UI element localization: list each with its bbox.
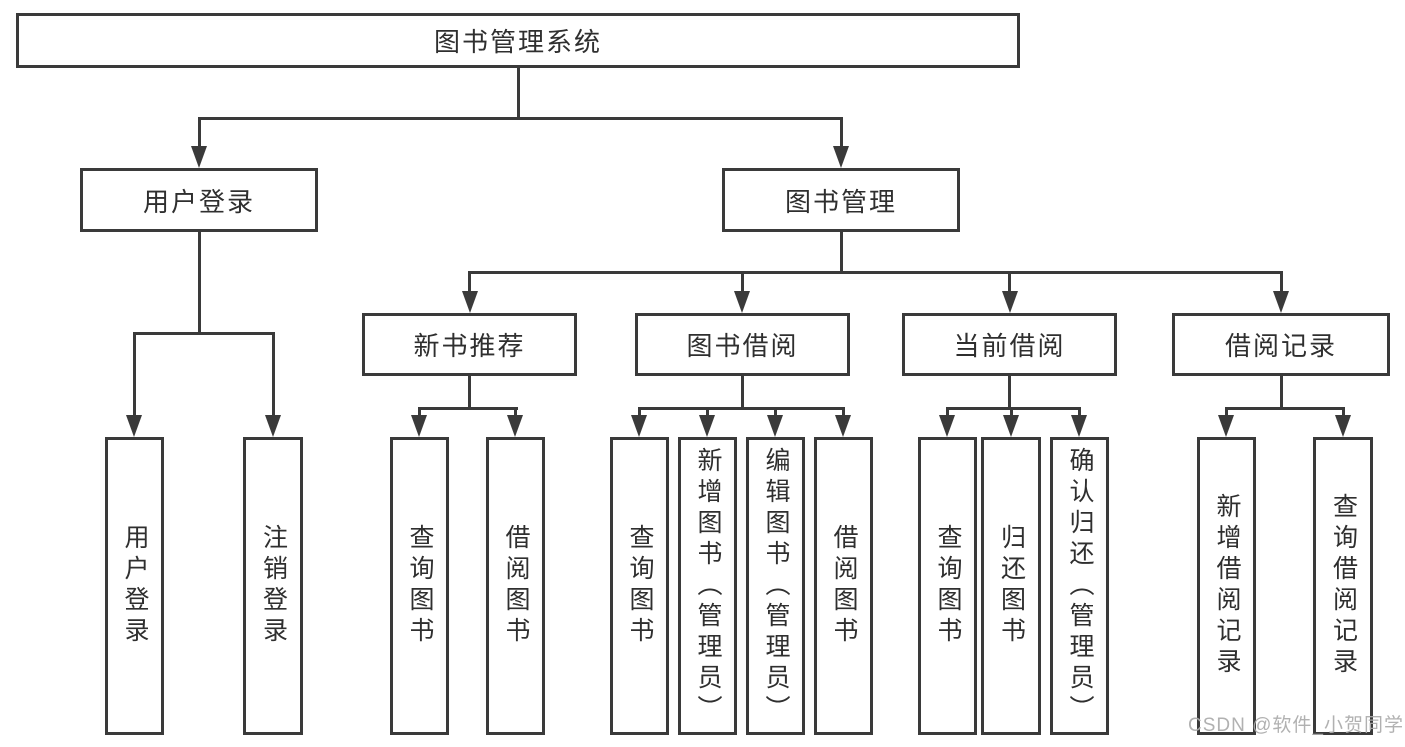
connector-line	[638, 407, 845, 410]
connector-line	[840, 117, 843, 148]
connector-line	[1078, 407, 1081, 417]
arrowhead	[411, 415, 427, 437]
arrowhead	[833, 146, 849, 168]
arrowhead	[1071, 415, 1087, 437]
connector-line	[638, 407, 641, 417]
leaf-add-books-admin: 新增图书（管理员）	[678, 437, 737, 735]
leaf-query-books-2: 查询图书	[610, 437, 669, 735]
connector-line	[741, 376, 744, 410]
arrowhead	[1003, 415, 1019, 437]
arrowhead	[507, 415, 523, 437]
arrowhead	[939, 415, 955, 437]
connector-line	[418, 407, 518, 410]
leaf-add-borrow-record: 新增借阅记录	[1197, 437, 1256, 735]
arrowhead	[1273, 291, 1289, 313]
arrowhead	[631, 415, 647, 437]
connector-line	[1225, 407, 1228, 417]
connector-line	[1008, 376, 1011, 410]
leaf-borrow-books-2: 借阅图书	[814, 437, 873, 735]
connector-line	[706, 407, 709, 417]
connector-line	[840, 232, 843, 274]
leaf-borrow-books-1: 借阅图书	[486, 437, 545, 735]
leaf-query-books-3: 查询图书	[918, 437, 977, 735]
leaf-query-books-1: 查询图书	[390, 437, 449, 735]
connector-line	[198, 232, 201, 335]
arrowhead	[699, 415, 715, 437]
arrowhead	[767, 415, 783, 437]
connector-line	[468, 271, 1283, 274]
connector-line	[133, 332, 275, 335]
leaf-confirm-return-admin: 确认归还（管理员）	[1050, 437, 1109, 735]
arrowhead	[191, 146, 207, 168]
connector-line	[774, 407, 777, 417]
connector-line	[133, 332, 136, 417]
node-library-system: 图书管理系统	[16, 13, 1020, 68]
node-user-login: 用户登录	[80, 168, 318, 232]
arrowhead	[1335, 415, 1351, 437]
connector-line	[1280, 376, 1283, 410]
connector-line	[468, 376, 471, 410]
connector-line	[517, 68, 520, 120]
connector-line	[741, 271, 744, 293]
connector-line	[514, 407, 517, 417]
connector-line	[946, 407, 1081, 410]
leaf-return-books: 归还图书	[981, 437, 1041, 735]
connector-line	[1225, 407, 1344, 410]
leaf-user-login: 用户登录	[105, 437, 164, 735]
connector-line	[842, 407, 845, 417]
node-new-book-recommend: 新书推荐	[362, 313, 577, 376]
connector-line	[418, 407, 421, 417]
arrowhead	[734, 291, 750, 313]
connector-line	[1342, 407, 1345, 417]
connector-line	[1280, 271, 1283, 293]
connector-line	[946, 407, 949, 417]
connector-line	[198, 117, 201, 148]
node-book-borrowing: 图书借阅	[635, 313, 850, 376]
connector-line	[1010, 407, 1013, 417]
node-borrowing-records: 借阅记录	[1172, 313, 1390, 376]
arrowhead	[1002, 291, 1018, 313]
connector-line	[272, 332, 275, 417]
connector-line	[198, 117, 843, 120]
arrowhead	[265, 415, 281, 437]
leaf-edit-books-admin: 编辑图书（管理员）	[746, 437, 805, 735]
node-current-borrowing: 当前借阅	[902, 313, 1117, 376]
node-book-management: 图书管理	[722, 168, 960, 232]
connector-line	[468, 271, 471, 293]
csdn-watermark: CSDN @软件_小贺同学	[1188, 715, 1404, 736]
arrowhead	[126, 415, 142, 437]
leaf-query-borrow-record: 查询借阅记录	[1313, 437, 1373, 735]
arrowhead	[462, 291, 478, 313]
arrowhead	[835, 415, 851, 437]
leaf-logout: 注销登录	[243, 437, 303, 735]
arrowhead	[1218, 415, 1234, 437]
connector-line	[1008, 271, 1011, 293]
